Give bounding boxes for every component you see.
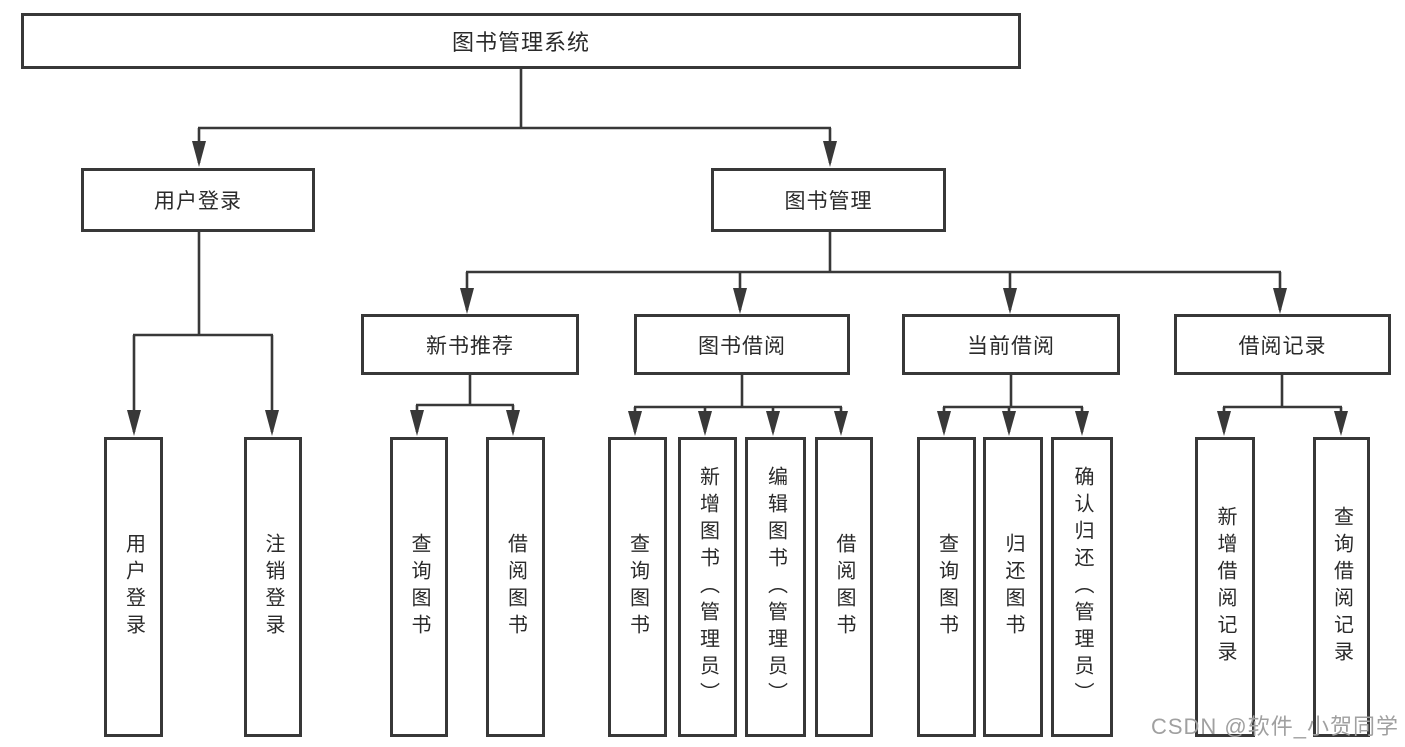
leaf-nbr-query-books-label: 查询图书 <box>408 533 430 641</box>
leaf-br-query-record: 查询借阅记录 <box>1313 437 1370 737</box>
leaf-br-add-record: 新增借阅记录 <box>1195 437 1255 737</box>
node-new-book-recommend-label: 新书推荐 <box>426 334 514 358</box>
node-user-login: 用户登录 <box>81 168 315 232</box>
leaf-cb-query-books-label: 查询图书 <box>935 533 958 641</box>
leaf-bb-edit-books-admin: 编辑图书（管理员） <box>745 437 806 737</box>
node-book-management: 图书管理 <box>711 168 946 232</box>
leaf-user-login: 用户登录 <box>104 437 163 737</box>
leaf-br-add-record-label: 新增借阅记录 <box>1214 506 1236 668</box>
node-book-management-label: 图书管理 <box>784 190 873 213</box>
node-current-borrow-label: 当前借阅 <box>967 334 1055 358</box>
leaf-bb-add-books-admin-label: 新增图书（管理员） <box>696 465 719 709</box>
leaf-bb-edit-books-admin-label: 编辑图书（管理员） <box>764 465 787 709</box>
node-root-label: 图书管理系统 <box>451 30 590 55</box>
node-user-login-label: 用户登录 <box>154 190 242 213</box>
node-borrow-records: 借阅记录 <box>1174 314 1391 375</box>
leaf-bb-query-books: 查询图书 <box>608 437 667 737</box>
node-book-borrow-label: 图书借阅 <box>698 334 786 358</box>
leaf-bb-add-books-admin: 新增图书（管理员） <box>678 437 737 737</box>
leaf-nbr-query-books: 查询图书 <box>390 437 448 737</box>
leaf-cb-return-books: 归还图书 <box>983 437 1043 737</box>
leaf-cb-return-books-label: 归还图书 <box>1002 533 1024 641</box>
leaf-bb-borrow-books-label: 借阅图书 <box>833 533 855 641</box>
leaf-bb-query-books-label: 查询图书 <box>626 533 649 641</box>
leaf-nbr-borrow-books-label: 借阅图书 <box>504 533 527 641</box>
node-book-borrow: 图书借阅 <box>634 314 850 375</box>
leaf-br-query-record-label: 查询借阅记录 <box>1330 506 1353 668</box>
node-new-book-recommend: 新书推荐 <box>361 314 579 375</box>
node-current-borrow: 当前借阅 <box>902 314 1120 375</box>
node-borrow-records-label: 借阅记录 <box>1238 334 1327 358</box>
leaf-logout-label: 注销登录 <box>262 533 284 641</box>
leaf-cb-confirm-return-admin-label: 确认归还（管理员） <box>1071 465 1093 709</box>
leaf-nbr-borrow-books: 借阅图书 <box>486 437 545 737</box>
leaf-cb-query-books: 查询图书 <box>917 437 976 737</box>
leaf-cb-confirm-return-admin: 确认归还（管理员） <box>1051 437 1113 737</box>
leaf-user-login-label: 用户登录 <box>122 533 145 641</box>
csdn-watermark: CSDN @软件_小贺同学 <box>1150 714 1399 739</box>
leaf-bb-borrow-books: 借阅图书 <box>815 437 873 737</box>
leaf-logout: 注销登录 <box>244 437 302 737</box>
node-root-system: 图书管理系统 <box>21 13 1021 69</box>
